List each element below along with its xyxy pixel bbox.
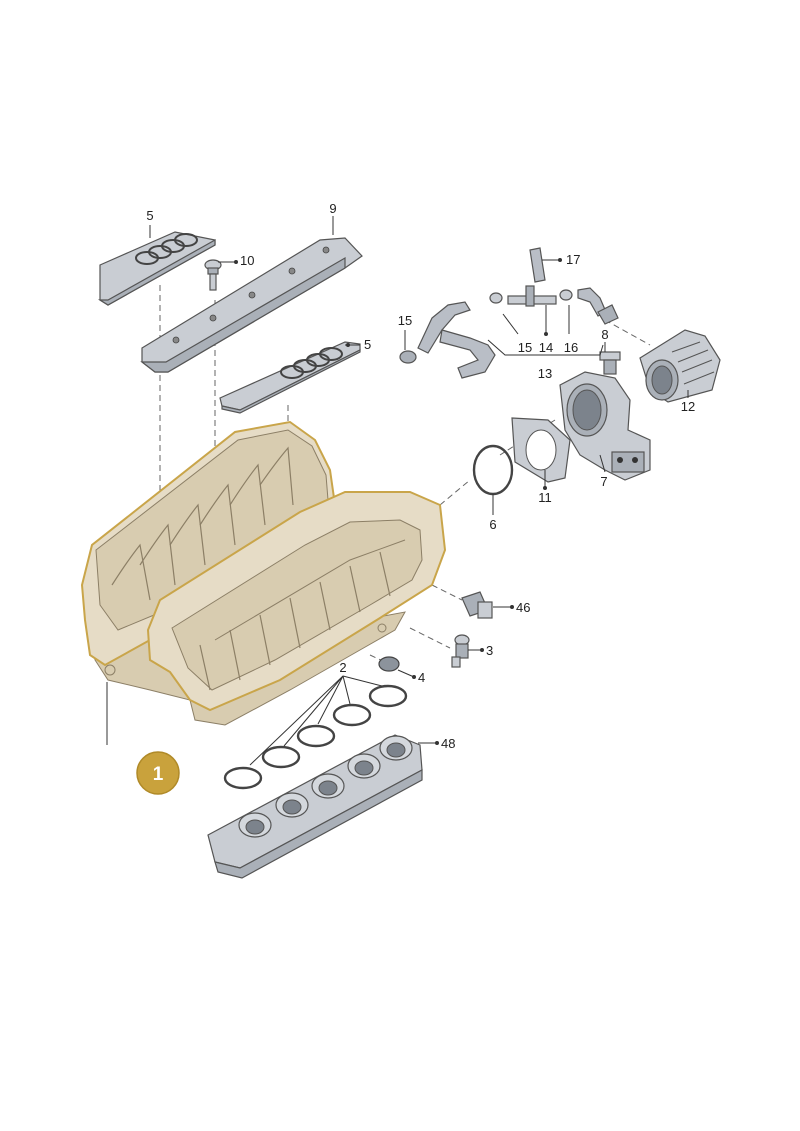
valve-3 xyxy=(451,634,470,668)
callout-4: 4 xyxy=(418,670,425,685)
callout-48: 48 xyxy=(441,736,455,751)
callout-5-top: 5 xyxy=(146,208,153,223)
callout-16: 16 xyxy=(564,340,578,355)
leader-lines xyxy=(149,216,689,766)
callout-11: 11 xyxy=(538,490,552,505)
bolt-8 xyxy=(599,351,621,375)
engine-cover-side xyxy=(219,341,361,414)
badge-number: 1 xyxy=(153,764,164,785)
callout-8: 8 xyxy=(601,327,608,342)
callout-3: 3 xyxy=(486,643,493,658)
callout-labels: 5 9 10 5 17 15 15 14 16 8 13 12 7 11 6 4… xyxy=(146,201,695,751)
callout-7: 7 xyxy=(600,474,607,489)
callout-17: 17 xyxy=(566,252,580,267)
runner-flange-48 xyxy=(207,734,423,879)
bolt-10 xyxy=(204,259,222,291)
intake-boot xyxy=(639,329,721,403)
grommet-4 xyxy=(378,656,400,672)
cover-bracket xyxy=(140,237,363,373)
callout-12: 12 xyxy=(681,399,695,414)
callout-14: 14 xyxy=(539,340,553,355)
engine-cover-top xyxy=(97,231,216,306)
callout-15-left: 15 xyxy=(398,313,412,328)
seal-rings-2 xyxy=(223,684,408,790)
callout-46: 46 xyxy=(516,600,530,615)
gasket-plate xyxy=(511,417,571,483)
throttle-body xyxy=(559,371,651,481)
sensor-46 xyxy=(461,591,493,619)
callout-2: 2 xyxy=(339,660,346,675)
o-ring-6 xyxy=(472,444,514,496)
callout-10: 10 xyxy=(240,253,254,268)
callout-5-side: 5 xyxy=(364,337,371,352)
callout-9: 9 xyxy=(329,201,336,216)
intake-manifold xyxy=(80,420,447,745)
vacuum-hoses xyxy=(399,247,619,379)
callout-13: 13 xyxy=(538,366,552,381)
callout-6: 6 xyxy=(489,517,496,532)
main-part-badge[interactable]: 1 xyxy=(136,751,180,795)
callout-15-right: 15 xyxy=(518,340,532,355)
